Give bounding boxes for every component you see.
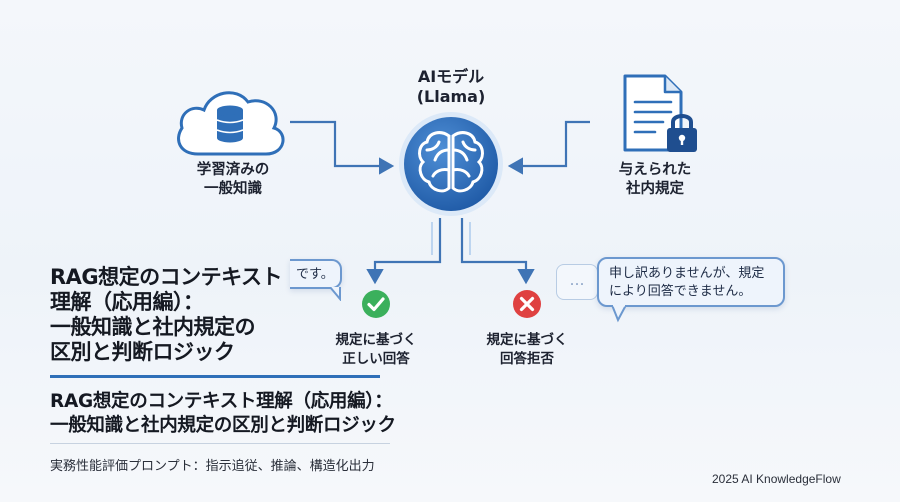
cloud-database-icon — [177, 91, 285, 156]
refusal-bubble: 申し訳ありませんが、規定 により回答できません。 — [597, 257, 785, 307]
internal-rules-label: 与えられた 社内規定 — [618, 162, 692, 197]
title-divider — [50, 375, 380, 378]
title-large: RAG想定のコンテキスト 理解（応用編）： 一般知識と社内規定の 区別と判断ロジ… — [50, 265, 283, 364]
refusal-label: 規定に基づく 回答拒否 — [486, 332, 568, 367]
typing-dots: … — [569, 271, 585, 289]
answer-bubble-text: です。 — [296, 267, 334, 282]
general-knowledge-label: 学習済みの 一般知識 — [196, 162, 270, 197]
model-label: AIモデル — [417, 67, 485, 86]
answer-bubble-fragment: です。 — [290, 259, 342, 289]
subtitle-divider — [50, 443, 390, 444]
correct-answer-label: 規定に基づく 正しい回答 — [335, 332, 417, 367]
brain-icon — [399, 112, 503, 216]
cross-icon — [513, 290, 541, 318]
model-sub-label: (Llama) — [416, 87, 486, 106]
footer-credit: 2025 AI KnowledgeFlow — [712, 472, 841, 486]
subtitle: 実務性能評価プロンプト：指示追従、推論、構造化出力 — [50, 459, 375, 474]
arrow-model-to-refuse — [460, 218, 535, 285]
bubble-tail-left — [329, 287, 341, 301]
arrow-model-to-correct — [366, 218, 442, 285]
title-second: RAG想定のコンテキスト理解（応用編）： 一般知識と社内規定の区別と判断ロジック — [50, 391, 396, 436]
document-lock-icon — [623, 74, 697, 152]
arrow-rules-to-model — [507, 120, 590, 175]
bubble-tail-right — [611, 305, 627, 323]
arrow-knowledge-to-model — [290, 120, 395, 175]
typing-bubble: … — [556, 264, 598, 300]
check-icon — [362, 290, 390, 318]
